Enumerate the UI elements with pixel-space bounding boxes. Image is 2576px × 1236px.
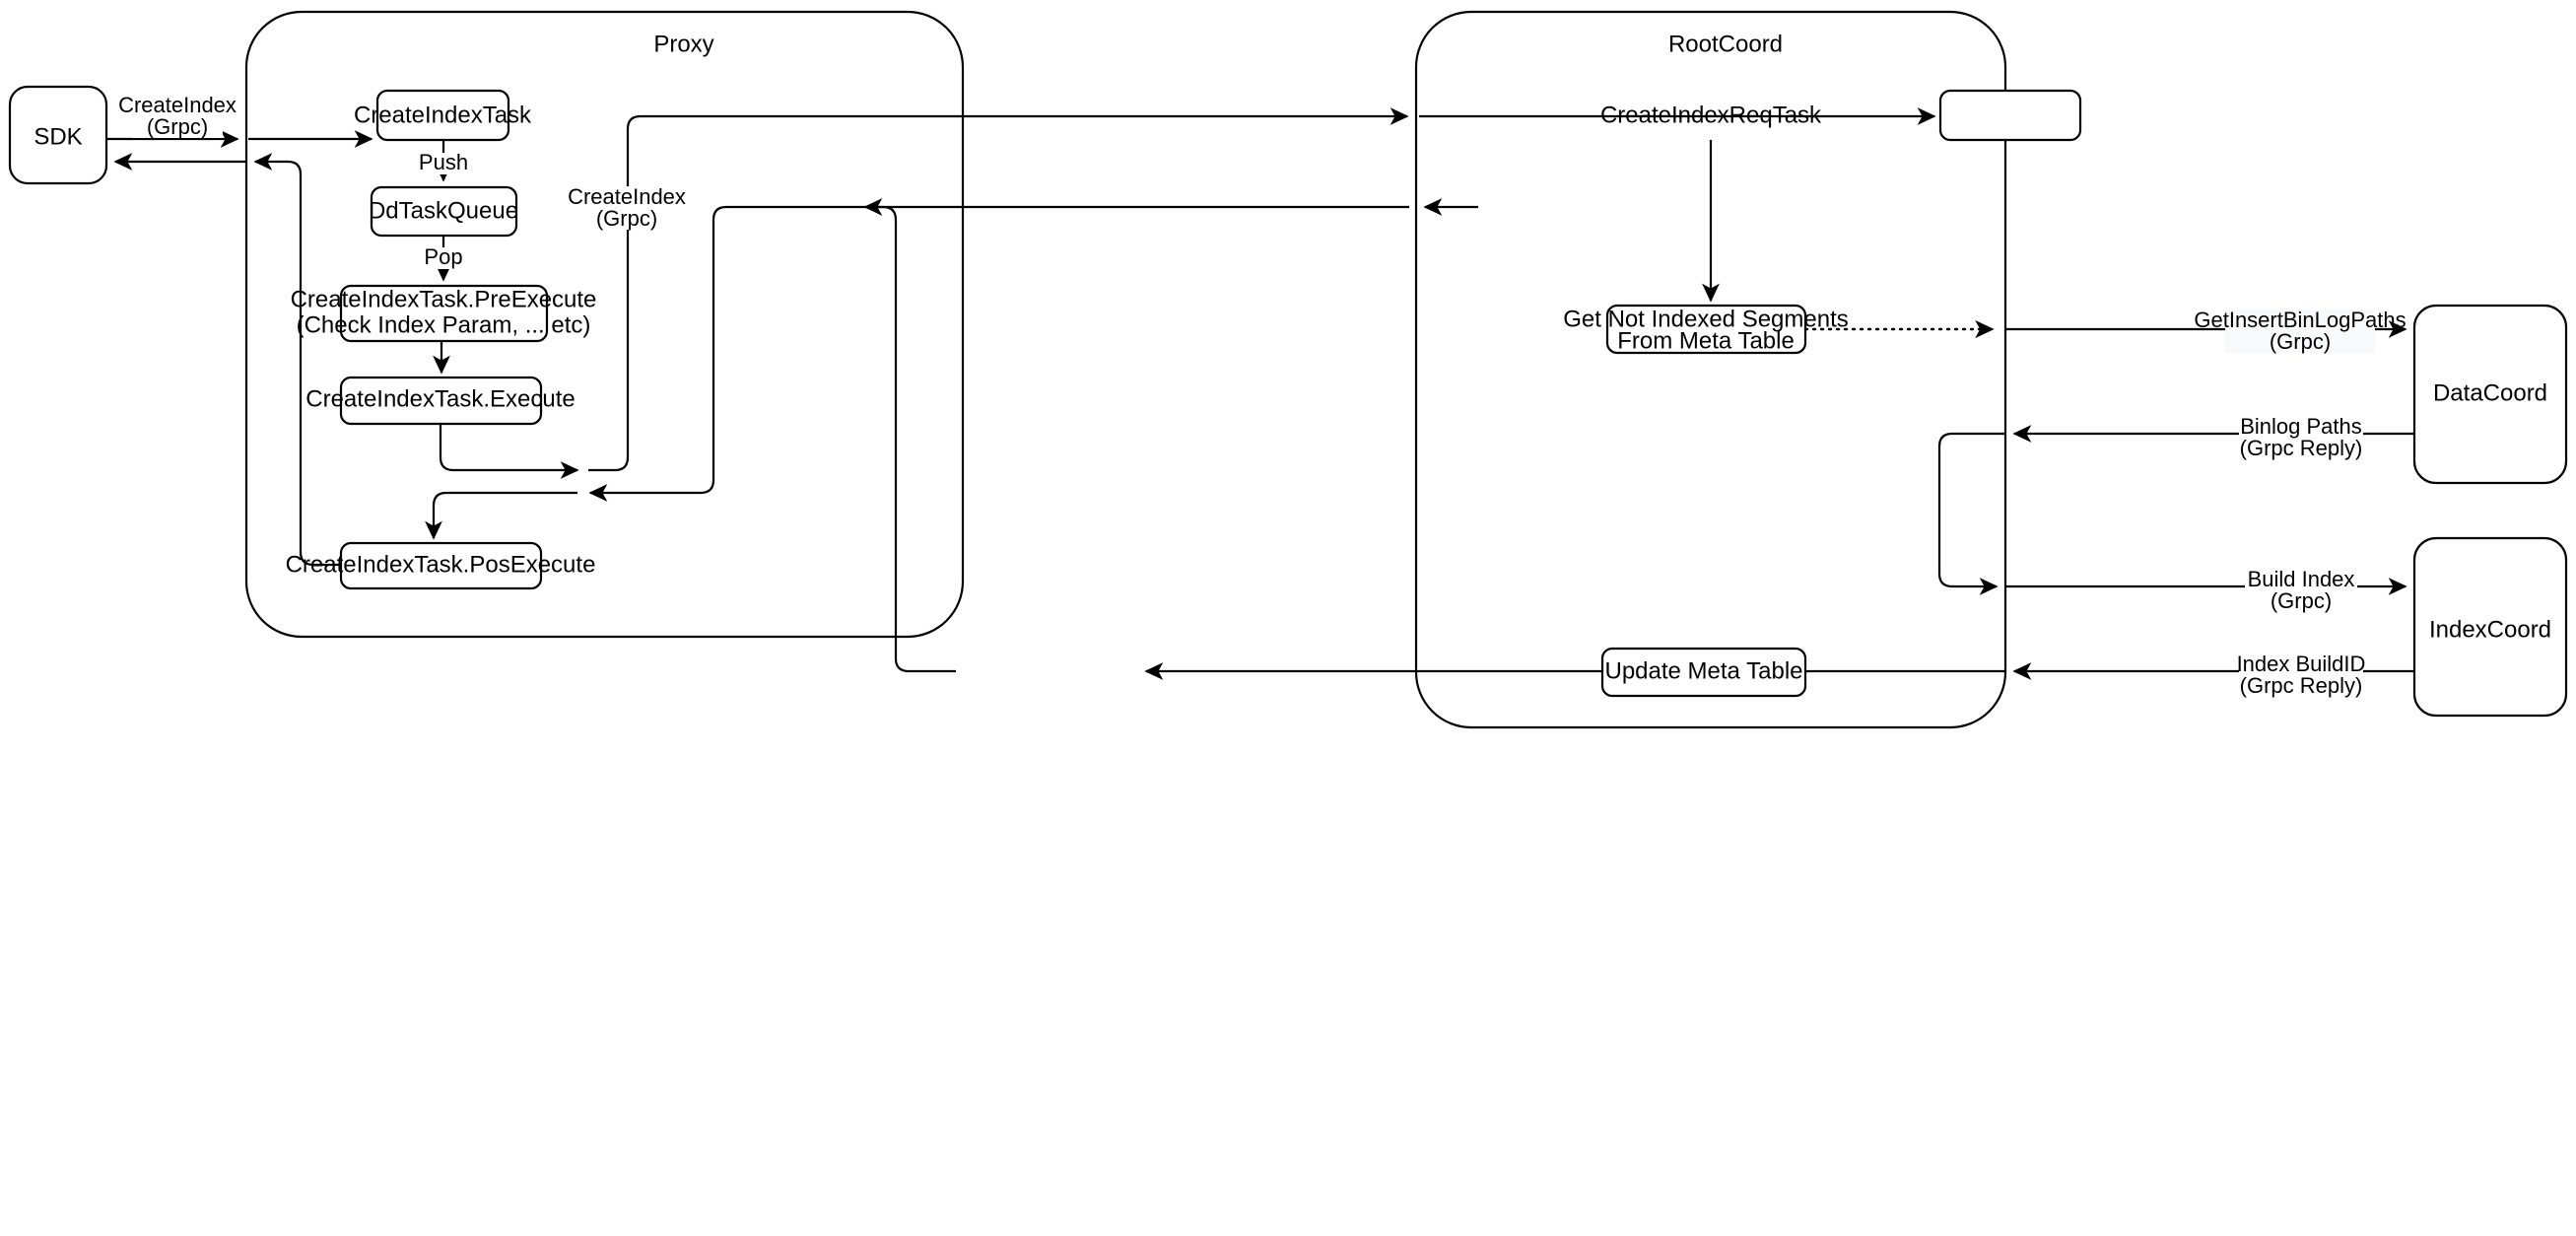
pre-execute-label-line1: CreateIndexTask.PreExecute (291, 286, 597, 312)
edge-rootcoord-to-proxy-reply (588, 205, 1410, 502)
binlog-paths-label-line2: (Grpc Reply) (2240, 436, 2363, 460)
get-binlog-label-line2: (Grpc) (2270, 329, 2331, 354)
proxy-to-rootcoord-label-line2: (Grpc) (596, 206, 657, 231)
sdk-to-proxy-label-line2: (Grpc) (147, 114, 208, 139)
indexcoord-box[interactable] (2412, 536, 2568, 718)
node-create-index-task[interactable]: CreateIndexTask (354, 89, 532, 142)
proxy-to-rootcoord-label-line1: CreateIndex (568, 184, 686, 209)
execute-box[interactable] (339, 376, 543, 426)
edge-label-proxy-to-rootcoord: CreateIndex (Grpc) (568, 184, 686, 231)
rootcoord-label: RootCoord (1668, 31, 1783, 57)
get-not-indexed-segments-box[interactable] (1605, 304, 1807, 355)
build-index-label-line1: Build Index (2248, 567, 2355, 591)
index-buildid-label-line1: Index BuildID (2237, 652, 2366, 676)
edge-label-binlog-paths: Binlog Paths (Grpc Reply) (2239, 414, 2363, 460)
node-indexcoord[interactable]: IndexCoord (2412, 536, 2568, 718)
dd-task-queue-box[interactable] (370, 185, 518, 238)
indexcoord-label: IndexCoord (2429, 616, 2551, 643)
edge-proxy-to-rootcoord (588, 107, 1409, 472)
sdk-box[interactable] (8, 85, 108, 185)
node-get-not-indexed-segments[interactable]: Get Not Indexed Segments From Meta Table (1563, 304, 1849, 355)
get-not-indexed-label-line2: From Meta Table (1617, 327, 1795, 354)
proxy-container (244, 10, 965, 639)
index-buildid-label-line2: (Grpc Reply) (2240, 673, 2363, 698)
pos-execute-label: CreateIndexTask.PosExecute (286, 551, 596, 578)
edge-proxy-entry-to-posexecute (425, 491, 577, 540)
edge-label-get-insert-binlog-paths: GetInsertBinLogPaths (Grpc) (2194, 308, 2406, 354)
push-label: Push (419, 150, 468, 174)
node-dd-task-queue[interactable]: DdTaskQueue (369, 185, 518, 238)
rootcoord-container (1414, 10, 2007, 729)
proxy-label: Proxy (653, 31, 713, 57)
edge-updatemetatable-to-proxy (863, 198, 956, 673)
edge-posexecute-to-sdk (253, 153, 341, 567)
create-index-task-box[interactable] (375, 89, 510, 142)
group-rootcoord: RootCoord (1414, 10, 2007, 729)
node-pos-execute[interactable]: CreateIndexTask.PosExecute (286, 541, 596, 590)
node-sdk[interactable]: SDK (8, 85, 108, 185)
node-datacoord[interactable]: DataCoord (2412, 304, 2568, 485)
pop-label: Pop (424, 244, 462, 269)
update-meta-table-box[interactable] (1600, 647, 1807, 698)
node-update-meta-table[interactable]: Update Meta Table (1600, 647, 1807, 698)
edge-execute-to-proxy-exit (439, 424, 579, 479)
node-pre-execute[interactable]: CreateIndexTask.PreExecute (Check Index … (291, 284, 597, 343)
datacoord-box[interactable] (2412, 304, 2568, 485)
pre-execute-box[interactable] (339, 284, 549, 343)
datacoord-label: DataCoord (2433, 379, 2547, 406)
node-execute[interactable]: CreateIndexTask.Execute (305, 376, 576, 426)
create-index-req-task-box[interactable] (1938, 89, 2082, 142)
edge-label-pop: Pop (422, 244, 465, 269)
pos-execute-box[interactable] (339, 541, 543, 590)
sdk-label: SDK (34, 123, 82, 150)
get-not-indexed-label-line1: Get Not Indexed Segments (1563, 306, 1849, 332)
pre-execute-label-line2: (Check Index Param, ... etc) (297, 311, 591, 338)
edge-label-index-buildid: Index BuildID (Grpc Reply) (2237, 652, 2366, 698)
edge-label-push: Push (418, 150, 469, 174)
update-meta-table-label: Update Meta Table (1604, 657, 1802, 684)
create-index-req-task-label: CreateIndexReqTask (1600, 102, 1822, 128)
edge-label-sdk-to-proxy: CreateIndex (Grpc) (118, 93, 237, 139)
node-create-index-req-task[interactable]: CreateIndexReqTask (1600, 89, 2082, 142)
binlog-paths-label-line1: Binlog Paths (2240, 414, 2362, 439)
dd-task-queue-label: DdTaskQueue (369, 197, 518, 224)
create-index-task-label: CreateIndexTask (354, 102, 532, 128)
sdk-to-proxy-label-line1: CreateIndex (118, 93, 237, 117)
edge-label-build-index: Build Index (Grpc) (2245, 567, 2357, 613)
edge-binlogpaths-routing (1937, 432, 2005, 595)
group-proxy: Proxy (244, 10, 965, 639)
execute-label: CreateIndexTask.Execute (305, 385, 575, 412)
build-index-label-line2: (Grpc) (2271, 588, 2332, 613)
get-binlog-label-line1: GetInsertBinLogPaths (2194, 308, 2406, 332)
